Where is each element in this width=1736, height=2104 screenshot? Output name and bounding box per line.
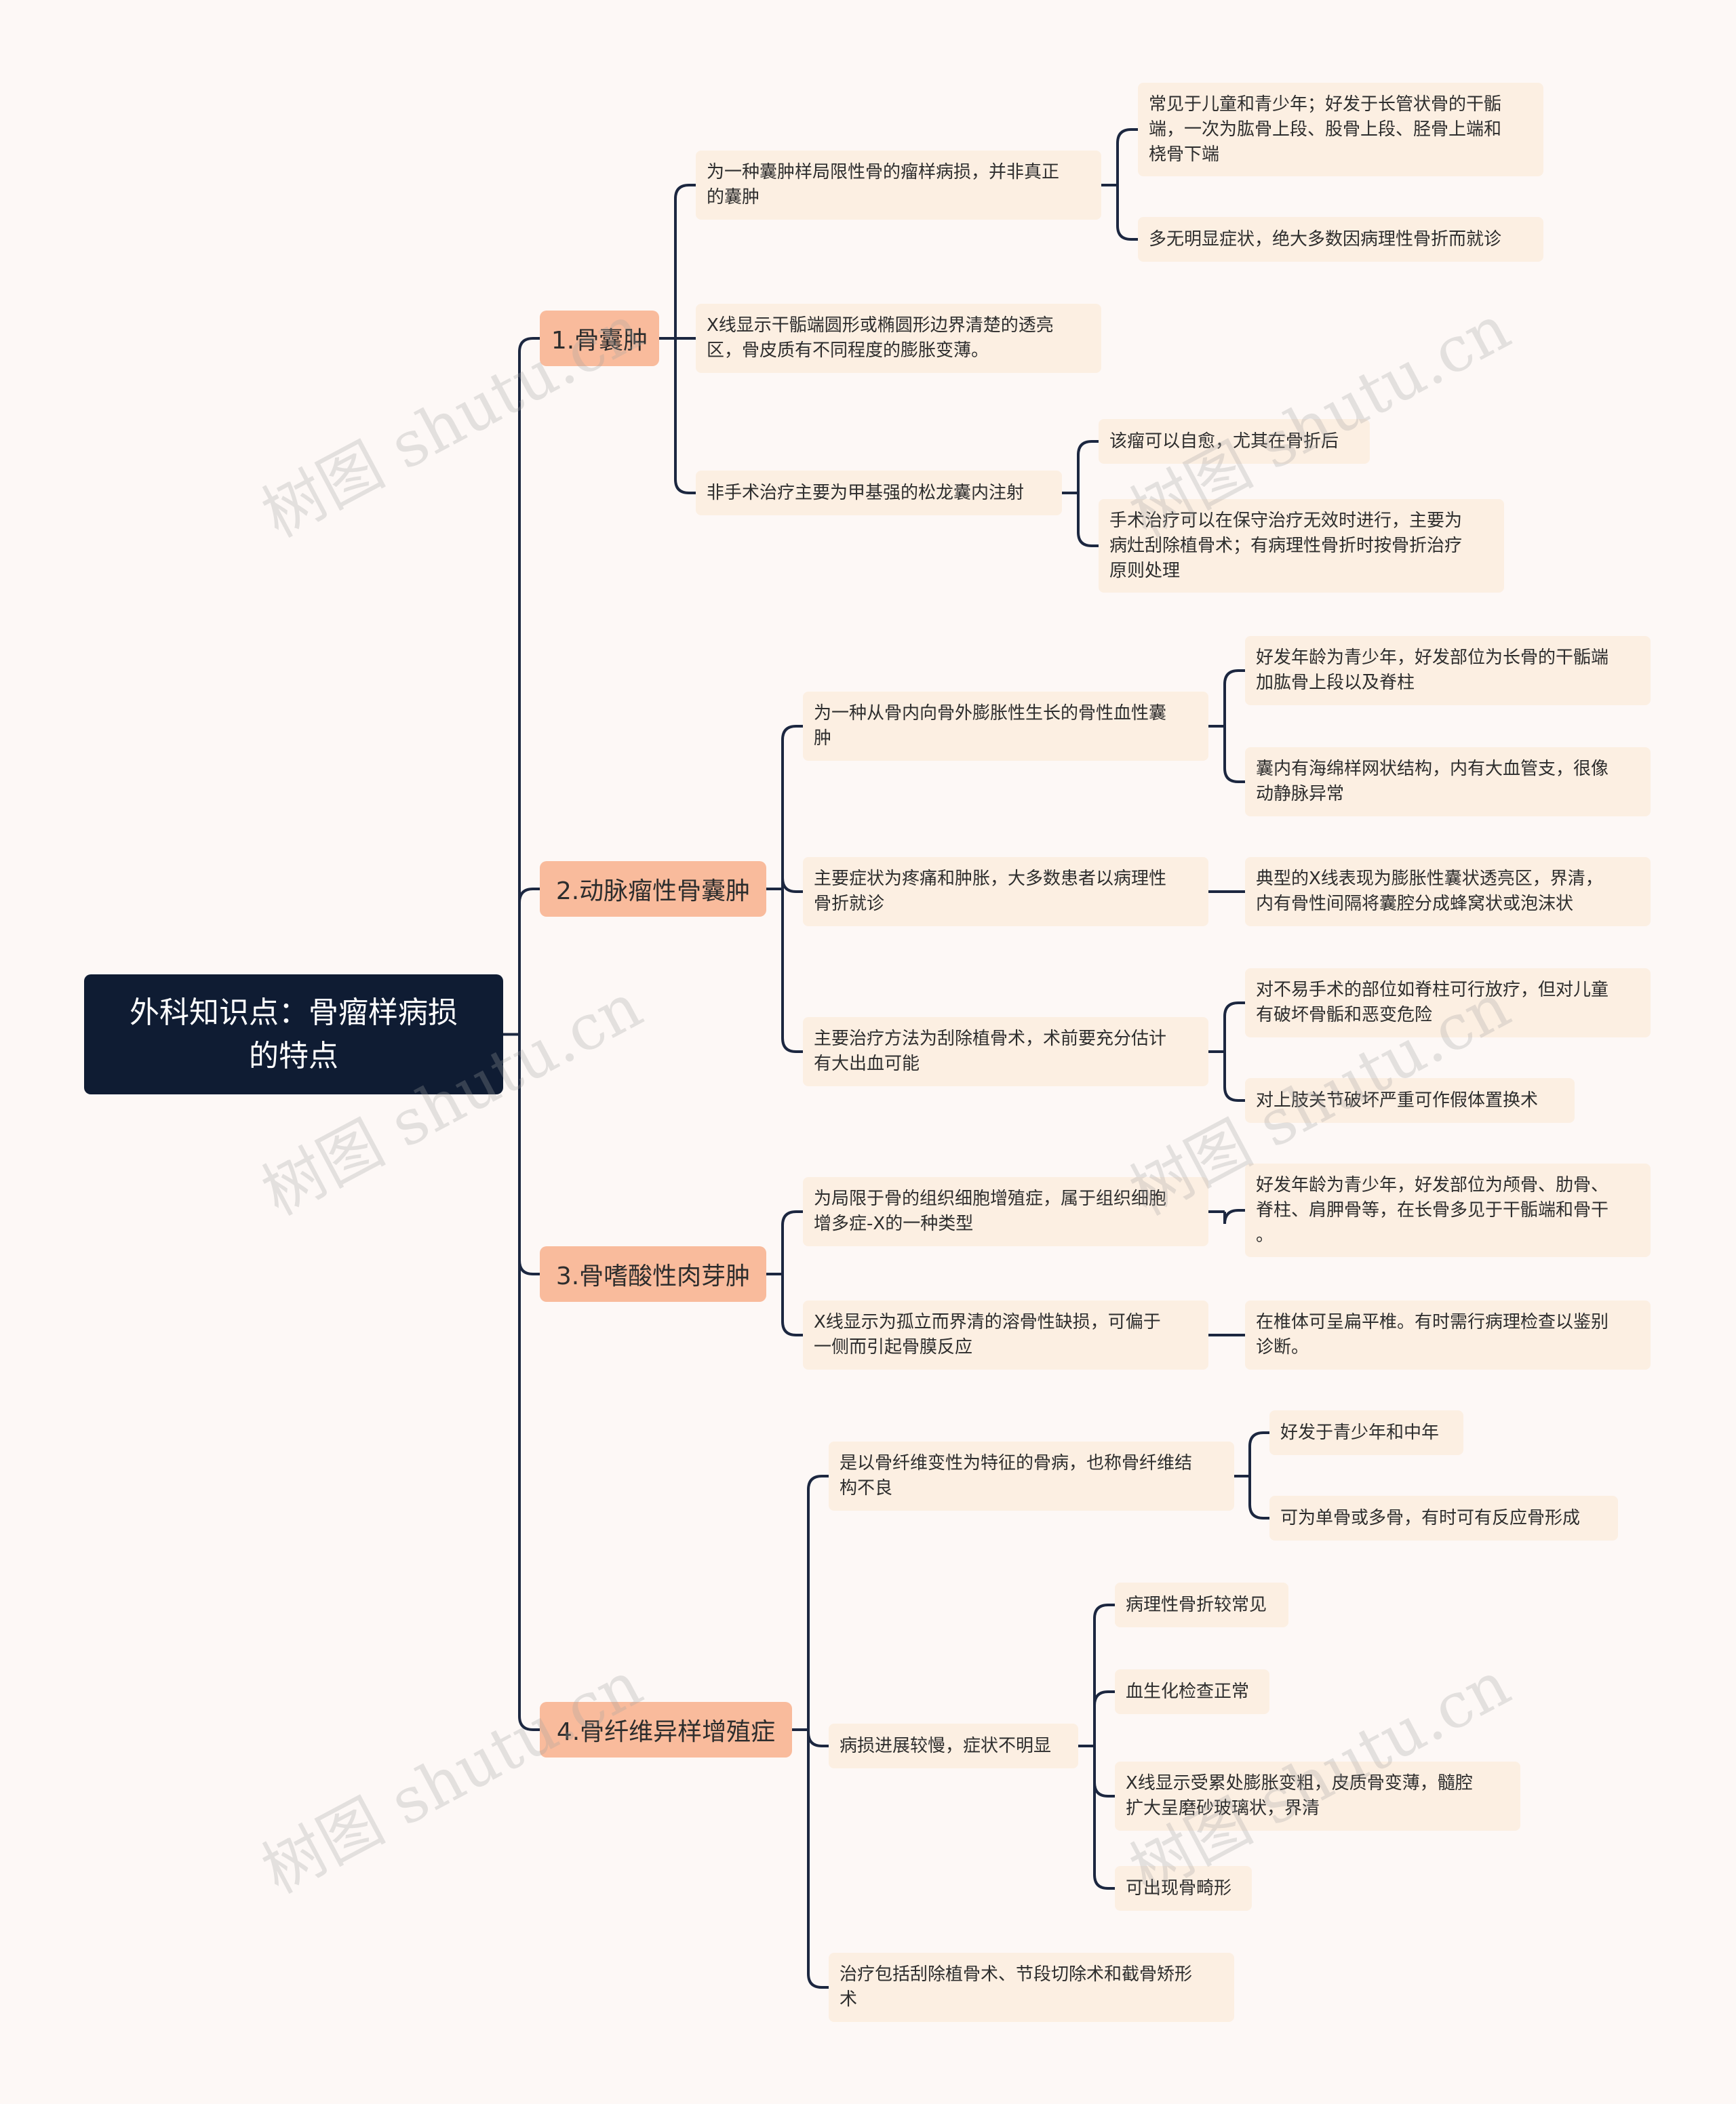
topic-bone-cyst-surgery[interactable]: 手术治疗可以在保守治疗无效时进行，主要为 病灶刮除植骨术；有病理性骨折时按骨折治… (1099, 499, 1504, 593)
branch-fibrous-dysplasia[interactable]: 4.骨纤维异样增殖症 (540, 1702, 792, 1758)
topic-fd-deformity[interactable]: 可出现骨畸形 (1115, 1866, 1252, 1911)
topic-abc-radiotherapy[interactable]: 对不易手术的部位如脊柱可行放疗，但对儿童 有破坏骨骺和恶变危险 (1245, 968, 1651, 1037)
connector-line (1093, 1746, 1115, 1890)
connector-line (1077, 493, 1099, 547)
connector-line (518, 1034, 540, 1275)
connector-line (1116, 185, 1138, 241)
topic-fd-definition[interactable]: 是以骨纤维变性为特征的骨病，也称骨纤维结 构不良 (829, 1442, 1234, 1511)
connector-line (1093, 1690, 1115, 1746)
topic-fd-progress[interactable]: 病损进展较慢，症状不明显 (829, 1724, 1078, 1768)
topic-abc-treatment[interactable]: 主要治疗方法为刮除植骨术，术前要充分估计 有大出血可能 (803, 1017, 1208, 1086)
connector-line (518, 888, 540, 1035)
connector-line (781, 725, 803, 889)
topic-fd-mono-poly[interactable]: 可为单骨或多骨，有时可有反应骨形成 (1269, 1496, 1618, 1541)
connector-line (1077, 440, 1099, 493)
topic-fd-fracture[interactable]: 病理性骨折较常见 (1115, 1583, 1288, 1627)
connector-line (781, 877, 803, 893)
branch-aneurysmal-bone-cyst[interactable]: 2.动脉瘤性骨囊肿 (540, 861, 766, 917)
connector-line (518, 337, 540, 1035)
connector-line (1223, 1209, 1245, 1225)
connector-line (1116, 128, 1138, 185)
branch-bone-cyst[interactable]: 1.骨囊肿 (540, 311, 659, 366)
topic-fd-xray[interactable]: X线显示受累处膨胀变粗，皮质骨变薄，髓腔 扩大呈磨砂玻璃状，界清 (1115, 1762, 1520, 1831)
root-topic[interactable]: 外科知识点：骨瘤样病损 的特点 (84, 974, 503, 1094)
connector-line (1223, 669, 1245, 726)
topic-eg-xray[interactable]: X线显示为孤立而界清的溶骨性缺损，可偏于 一侧而引起骨膜反应 (803, 1301, 1208, 1370)
topic-abc-joint-replacement[interactable]: 对上肢关节破坏严重可作假体置换术 (1245, 1078, 1575, 1123)
connector-line (1223, 1001, 1245, 1052)
topic-bone-cyst-definition[interactable]: 为一种囊肿样局限性骨的瘤样病损，并非真正 的囊肿 (696, 151, 1101, 220)
topic-eg-vertebra[interactable]: 在椎体可呈扁平椎。有时需行病理检查以鉴别 诊断。 (1245, 1301, 1651, 1370)
connector-line (807, 1475, 829, 1730)
topic-bone-cyst-age-site[interactable]: 常见于儿童和青少年；好发于长管状骨的干骺 端，一次为肱骨上段、股骨上段、胫骨上端… (1138, 83, 1543, 176)
connector-line (781, 1210, 803, 1274)
topic-abc-age-site[interactable]: 好发年龄为青少年，好发部位为长骨的干骺端 加肱骨上段以及脊柱 (1245, 636, 1651, 705)
connector-line (1248, 1431, 1269, 1476)
connector-line (1093, 1604, 1115, 1746)
topic-bone-cyst-symptoms[interactable]: 多无明显症状，绝大多数因病理性骨折而就诊 (1138, 217, 1543, 262)
topic-abc-symptoms[interactable]: 主要症状为疼痛和肿胀，大多数患者以病理性 骨折就诊 (803, 857, 1208, 926)
topic-abc-structure[interactable]: 囊内有海绵样网状结构，内有大血管支，很像 动静脉异常 (1245, 747, 1651, 816)
connector-line (518, 1034, 540, 1731)
branch-eosinophilic-granuloma[interactable]: 3.骨嗜酸性肉芽肿 (540, 1246, 766, 1302)
topic-bone-cyst-self-heal[interactable]: 该瘤可以自愈，尤其在骨折后 (1099, 419, 1370, 464)
topic-bone-cyst-nonsurgical[interactable]: 非手术治疗主要为甲基强的松龙囊内注射 (696, 471, 1062, 515)
connector-line (1093, 1746, 1115, 1798)
topic-fd-age[interactable]: 好发于青少年和中年 (1269, 1410, 1463, 1455)
topic-eg-age-site[interactable]: 好发年龄为青少年，好发部位为颅骨、肋骨、 脊柱、肩胛骨等，在长骨多见于干骺端和骨… (1245, 1164, 1651, 1257)
topic-fd-treatment[interactable]: 治疗包括刮除植骨术、节段切除术和截骨矫形 术 (829, 1953, 1234, 2022)
connector-line (1223, 726, 1245, 783)
connector-line (807, 1730, 829, 1747)
connector-line (674, 184, 696, 338)
topic-abc-definition[interactable]: 为一种从骨内向骨外膨胀性生长的骨性血性囊 肿 (803, 692, 1208, 761)
connector-line (1223, 1052, 1245, 1102)
connector-line (807, 1730, 829, 1989)
topic-bone-cyst-xray[interactable]: X线显示干骺端圆形或椭圆形边界清楚的透亮 区，骨皮质有不同程度的膨胀变薄。 (696, 304, 1101, 373)
topic-abc-xray[interactable]: 典型的X线表现为膨胀性囊状透亮区，界清， 内有骨性间隔将囊腔分成蜂窝状或泡沫状 (1245, 857, 1651, 926)
topic-eg-definition[interactable]: 为局限于骨的组织细胞增殖症，属于组织细胞 增多症-X的一种类型 (803, 1177, 1208, 1246)
connector-line (781, 1274, 803, 1336)
connector-line (781, 889, 803, 1053)
connector-line (1248, 1476, 1269, 1520)
connector-line (674, 338, 696, 494)
topic-fd-biochem[interactable]: 血生化检查正常 (1115, 1669, 1269, 1714)
